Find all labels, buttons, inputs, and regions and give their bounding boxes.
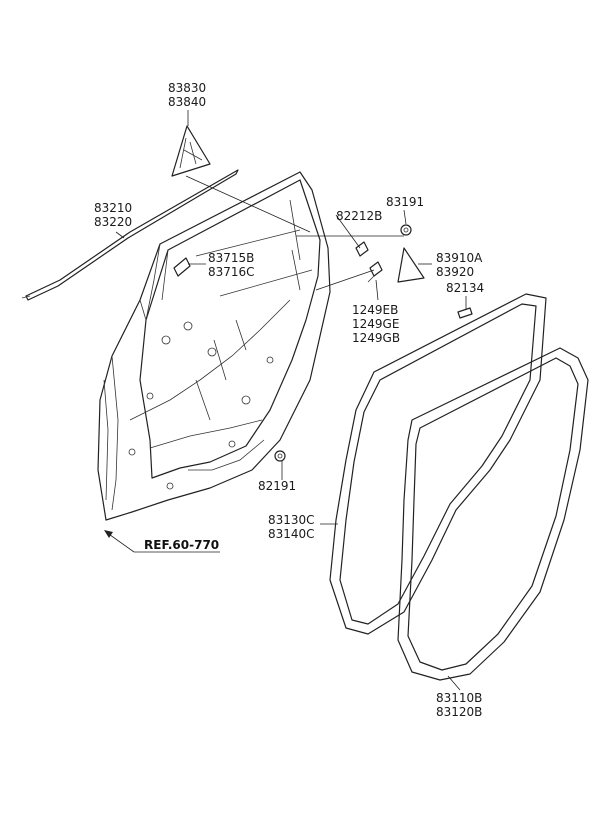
quarter-glass-part[interactable]: [171, 125, 211, 177]
label-83830: 83830: [168, 81, 206, 95]
label-83210: 83210: [94, 201, 132, 215]
cap-82191-part[interactable]: [274, 450, 286, 462]
ref-arrow: [104, 530, 220, 553]
cap-83191-part[interactable]: [400, 224, 412, 236]
clip-part[interactable]: [173, 257, 191, 277]
label-83840: 83840: [168, 95, 206, 109]
label-83191: 83191: [386, 195, 424, 209]
label-82191: 82191: [258, 479, 296, 493]
label-83910a: 83910A: [436, 251, 483, 265]
label-83120b: 83120B: [436, 705, 482, 719]
door-weatherstrip-outer-part[interactable]: [329, 293, 547, 635]
label-83716c: 83716C: [208, 265, 255, 279]
ref-label[interactable]: REF.60-770: [144, 538, 219, 552]
label-82134: 82134: [446, 281, 484, 295]
leader-lines: [115, 110, 467, 691]
screw-82212b-part[interactable]: [355, 241, 369, 257]
label-1249gb: 1249GB: [352, 331, 400, 345]
label-83920: 83920: [436, 265, 474, 279]
belt-weatherstrip-part[interactable]: [21, 169, 239, 301]
label-82212b: 82212B: [336, 209, 382, 223]
label-83140c: 83140C: [268, 527, 315, 541]
label-83110b: 83110B: [436, 691, 482, 705]
door-frame-part[interactable]: [97, 171, 331, 521]
label-83130c: 83130C: [268, 513, 315, 527]
label-1249ge: 1249GE: [352, 317, 399, 331]
label-1249eb: 1249EB: [352, 303, 398, 317]
door-weatherstrip-inner-part[interactable]: [397, 347, 589, 681]
label-83715b: 83715B: [208, 251, 254, 265]
label-83220: 83220: [94, 215, 132, 229]
pad-82134-part[interactable]: [457, 307, 473, 319]
screw-1249-part[interactable]: [367, 261, 383, 283]
garnish-part[interactable]: [397, 247, 425, 283]
